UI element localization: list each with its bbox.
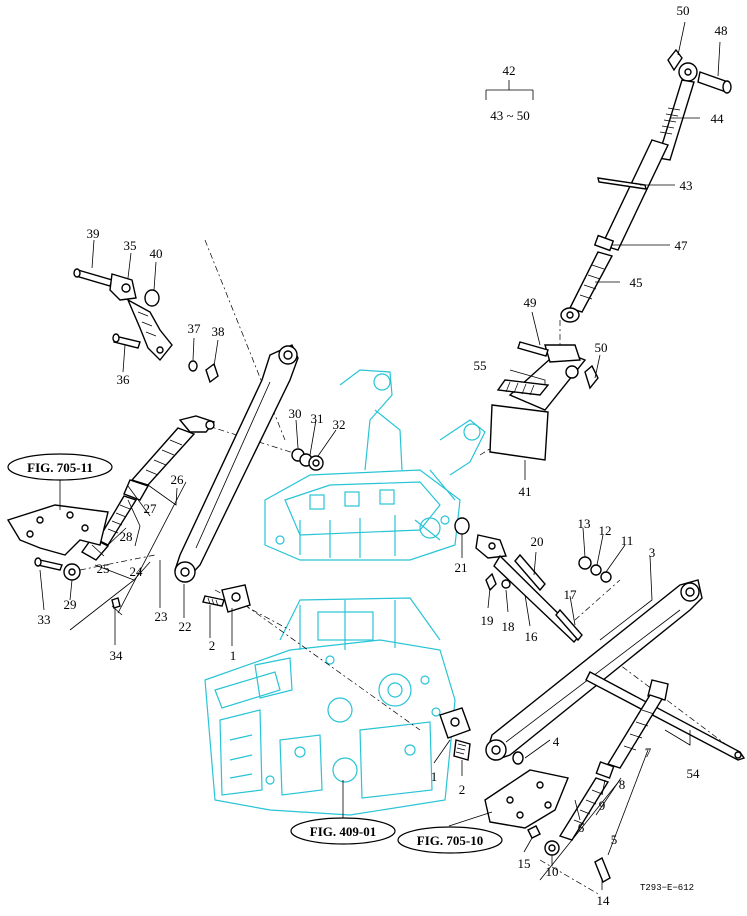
callout-15: 15 [518,856,531,871]
callout-29: 29 [64,597,77,612]
callout-30: 30 [289,406,302,421]
right-lift-rod [512,679,669,884]
fig-ref-409-01-label[interactable]: FIG. 409-01 [310,824,376,839]
callout-47: 47 [675,238,689,253]
transmission-case [204,597,456,816]
callout-45: 45 [630,275,643,290]
callout-9: 9 [599,798,606,813]
hydraulic-lift-housing [264,369,486,561]
callout-4: 4 [553,734,560,749]
callout-16: 16 [525,629,539,644]
fig-ref-705-10-label[interactable]: FIG. 705-10 [417,833,483,848]
callout-1b: 1 [431,769,438,784]
callout-48: 48 [715,23,728,38]
washers-nuts-left [291,448,324,471]
left-lift-rod [34,415,216,609]
pin-bracket-right [439,707,471,761]
callout-50: 50 [677,3,690,18]
callout-42-parent: 42 [503,63,516,78]
callout-23: 23 [155,609,168,624]
callout-20: 20 [531,534,544,549]
callout-21: 21 [455,560,468,575]
callout-17: 17 [564,587,578,602]
callout-25: 25 [97,561,110,576]
callout-36: 36 [117,372,131,387]
right-lower-link [485,579,703,761]
callout-10: 10 [546,864,559,879]
fig-ref-409-01[interactable]: FIG. 409-01 [290,817,396,845]
callout-50b: 50 [595,340,608,355]
callout-12: 12 [599,523,612,538]
callout-31: 31 [311,411,324,426]
callout-1a: 1 [230,648,237,663]
leader-lines [39,21,721,890]
callout-8: 8 [619,777,626,792]
callout-27: 27 [144,501,158,516]
callout-33: 33 [38,612,51,627]
callout-44: 44 [711,111,725,126]
callout-6: 6 [578,820,585,835]
callout-38: 38 [212,324,225,339]
fig-705-11-plate [6,504,109,556]
left-lower-link [174,344,299,583]
callout-26: 26 [171,472,185,487]
callout-37: 37 [188,321,202,336]
sway-rod-assembly [454,517,612,644]
callout-39: 39 [87,226,100,241]
callout-3: 3 [649,545,656,560]
callout-54: 54 [687,766,701,781]
callout-35: 35 [124,238,137,253]
fig-705-10-plate [484,769,569,829]
callout-2a: 2 [209,638,216,653]
callout-40: 40 [150,246,163,261]
callout-13: 13 [578,516,591,531]
callout-28: 28 [120,529,133,544]
fig-ref-705-11[interactable]: FIG. 705-11 [7,453,113,481]
callout-32: 32 [333,417,346,432]
callout-14: 14 [597,893,611,908]
callout-2b: 2 [459,782,466,797]
fig-ref-705-11-label[interactable]: FIG. 705-11 [27,460,93,475]
callout-41: 41 [519,484,532,499]
top-link-assembly [560,48,732,323]
fig-ref-705-10[interactable]: FIG. 705-10 [397,826,503,854]
callout-55: 55 [474,358,487,373]
callout-22: 22 [179,619,192,634]
left-lift-rod-upper [73,268,219,384]
callout-11: 11 [621,533,634,548]
top-link-bracket [489,341,599,461]
callout-49: 49 [524,295,537,310]
callout-19: 19 [481,613,494,628]
callout-18: 18 [502,619,515,634]
callout-7: 7 [645,745,652,760]
part-number-callouts: 50 48 44 43 47 45 49 50 55 41 39 35 40 3… [38,3,728,908]
stabilizer-bar [585,671,746,761]
callout-5: 5 [611,832,618,847]
callout-43: 43 [680,178,693,193]
drawing-code: T293−E−612 [640,883,694,893]
group-bracket-42: 42 43 ~ 50 [485,63,534,123]
pin-bracket-left [202,584,251,613]
callout-24: 24 [130,564,144,579]
callout-34: 34 [110,648,124,663]
callout-43-50-range: 43 ~ 50 [490,108,530,123]
